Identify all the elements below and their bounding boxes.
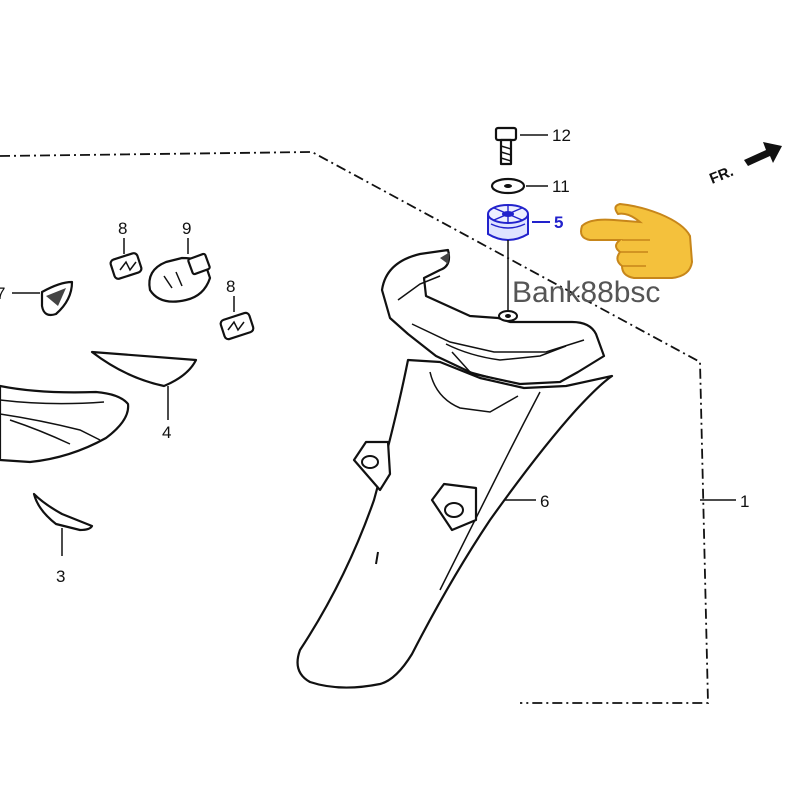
part-1-callout: 1 bbox=[700, 492, 749, 511]
assembly-frame bbox=[0, 151, 709, 704]
part-3-reflector: 3 bbox=[32, 492, 94, 586]
part-7-lens: 7 bbox=[0, 280, 74, 317]
taillight-housing bbox=[0, 384, 130, 464]
part-4-side-lens: 4 bbox=[90, 350, 198, 442]
callout-6: 6 bbox=[540, 492, 549, 511]
callout-5: 5 bbox=[554, 213, 563, 232]
callout-8-lower: 8 bbox=[226, 277, 235, 296]
part-8-bulb-lower: 8 bbox=[219, 277, 255, 341]
fr-label: FR. bbox=[707, 163, 736, 188]
part-9-bulb: 9 bbox=[148, 219, 212, 303]
callout-12: 12 bbox=[552, 126, 571, 145]
part-5-grommet: 5 bbox=[487, 204, 563, 241]
part-8-bulb-upper: 8 bbox=[109, 219, 143, 280]
callout-8-upper: 8 bbox=[118, 219, 127, 238]
callout-4: 4 bbox=[162, 423, 171, 442]
callout-7: 7 bbox=[0, 284, 5, 303]
part-11-washer: 11 bbox=[490, 177, 570, 196]
callout-1: 1 bbox=[740, 492, 749, 511]
callout-11: 11 bbox=[552, 177, 570, 196]
part-6-rear-fender: 6 bbox=[296, 248, 614, 689]
part-12-bolt: 12 bbox=[494, 126, 571, 166]
pointing-hand-icon bbox=[580, 202, 694, 279]
watermark-text: Bank88bsc bbox=[512, 276, 660, 309]
callout-9: 9 bbox=[182, 219, 191, 238]
callout-3: 3 bbox=[56, 567, 65, 586]
front-direction-indicator: FR. bbox=[707, 142, 782, 188]
arrow-icon bbox=[744, 142, 782, 166]
